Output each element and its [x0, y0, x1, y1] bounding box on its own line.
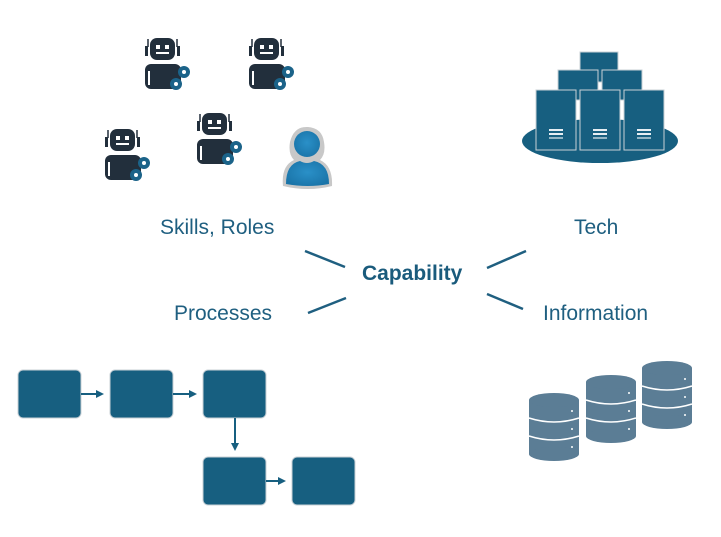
robot-gear-icon	[197, 113, 242, 165]
connector-skills	[304, 249, 346, 269]
process-step-2	[109, 369, 174, 419]
process-step-1	[17, 369, 82, 419]
label-tech: Tech	[574, 216, 619, 239]
connector-information	[486, 292, 524, 311]
database-1	[529, 393, 579, 461]
server-cluster-icon	[522, 51, 678, 163]
robot-gear-icon	[249, 38, 294, 90]
connector-processes	[307, 296, 347, 315]
connector-tech	[486, 249, 527, 270]
database-stack-icon	[528, 361, 693, 461]
center-label-capability: Capability	[362, 262, 463, 285]
process-step-4	[202, 456, 267, 506]
database-2	[586, 375, 636, 443]
process-step-3	[202, 369, 267, 419]
process-step-5	[291, 456, 356, 506]
database-3	[642, 361, 692, 429]
robot-gear-icon	[145, 38, 190, 90]
person-icon	[282, 126, 333, 189]
label-information: Information	[543, 302, 649, 325]
label-processes: Processes	[174, 302, 273, 325]
label-skills-roles: Skills, Roles	[160, 216, 275, 239]
robot-gear-icon	[105, 129, 150, 181]
